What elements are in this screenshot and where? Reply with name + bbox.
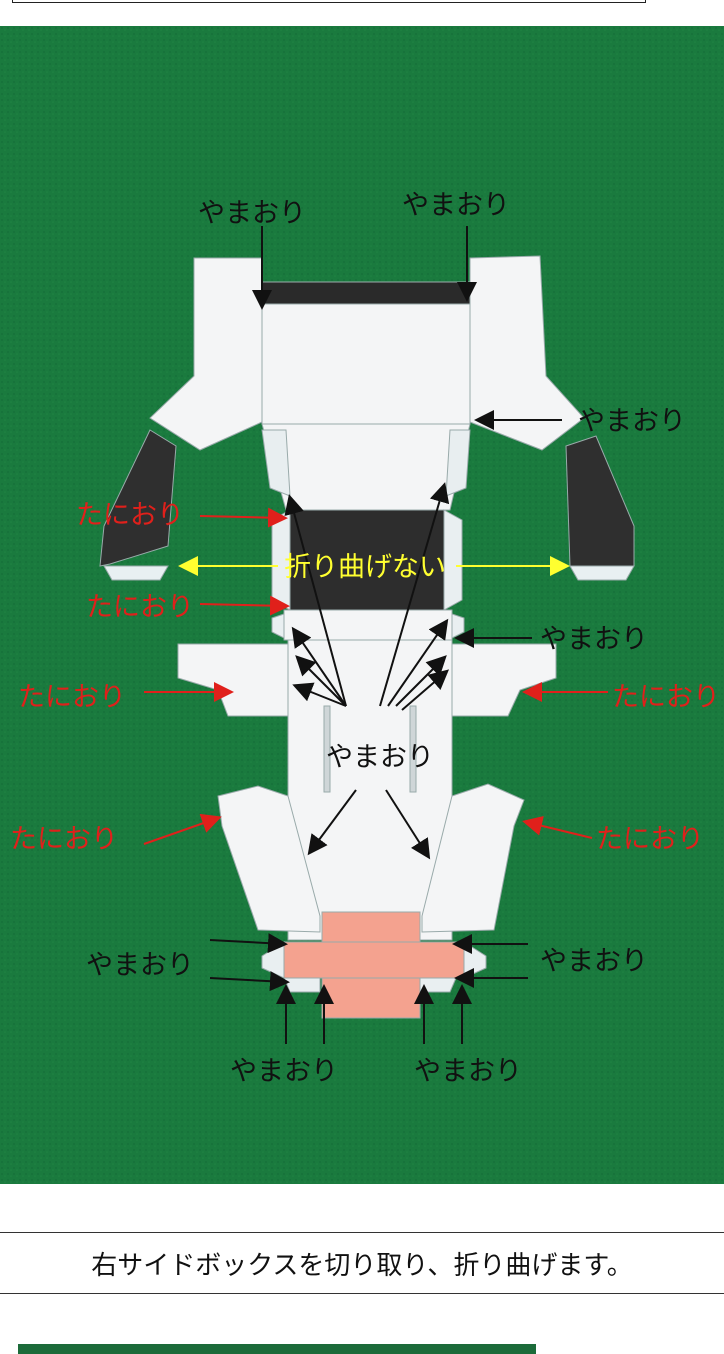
label-valley-fold: たにおり [18, 682, 126, 713]
label-mountain-fold: やまおり [578, 406, 686, 437]
label-mountain-fold: やまおり [230, 1056, 338, 1087]
mountain-fold-arrows [209, 226, 562, 1044]
label-valley-fold: たにおり [10, 824, 118, 855]
label-valley-fold: たにおり [86, 592, 194, 623]
label-mountain-fold: やまおり [414, 1056, 522, 1087]
papercraft-photo: やまおり やまおり やまおり やまおり やまおり やまおり やまおり やまおり … [0, 26, 724, 1184]
label-valley-fold: たにおり [76, 500, 184, 531]
next-photo-edge [18, 1344, 536, 1354]
label-mountain-fold: やまおり [198, 198, 306, 229]
papercraft-cutout [99, 255, 635, 1019]
label-valley-fold: たにおり [596, 824, 704, 855]
label-mountain-fold: やまおり [402, 190, 510, 221]
label-mountain-fold: やまおり [540, 946, 648, 977]
label-no-fold: 折り曲げない [284, 552, 446, 583]
previous-section-frame [12, 0, 646, 3]
label-mountain-fold: やまおり [326, 742, 434, 773]
label-valley-fold: たにおり [612, 682, 720, 713]
valley-fold-arrows [143, 507, 608, 845]
caption-text: 右サイドボックスを切り取り、折り曲げます。 [91, 1250, 633, 1281]
instruction-caption: 右サイドボックスを切り取り、折り曲げます。 [0, 1232, 724, 1294]
label-mountain-fold: やまおり [86, 950, 194, 981]
label-mountain-fold: やまおり [540, 624, 648, 655]
